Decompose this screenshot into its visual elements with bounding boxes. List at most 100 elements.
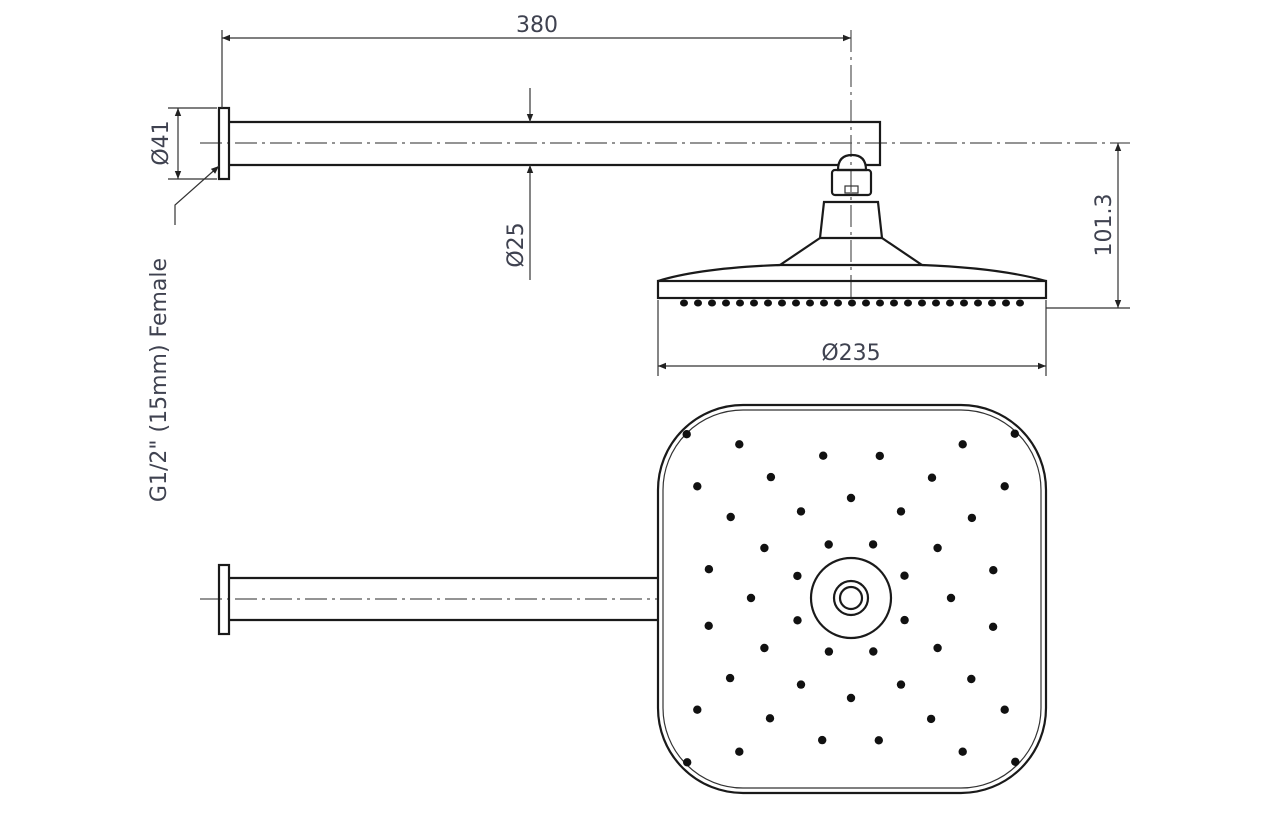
side-nozzle xyxy=(876,299,884,307)
center-hub-inner xyxy=(838,585,864,611)
center-hub-outer xyxy=(809,556,893,640)
side-nozzle xyxy=(848,299,856,307)
nozzle-dot xyxy=(958,440,967,449)
nozzle-dot xyxy=(693,705,702,714)
side-nozzle xyxy=(820,299,828,307)
side-nozzle xyxy=(834,299,842,307)
nozzle-dot xyxy=(693,482,702,491)
nozzle-dot xyxy=(967,513,977,523)
side-nozzle xyxy=(750,299,758,307)
nozzle-dot xyxy=(683,758,692,767)
nozzle-dot xyxy=(989,566,998,575)
nozzle-dot xyxy=(766,472,776,482)
head-cone xyxy=(776,237,926,267)
nozzle-dot xyxy=(900,615,909,625)
side-nozzle xyxy=(974,299,982,307)
nozzle-dot xyxy=(874,736,883,745)
nozzle-dot xyxy=(926,714,936,724)
side-elevation-view: 380 Ø41 Ø25 G1/2" (15mm) Female 101.3 Ø2… xyxy=(147,13,1130,502)
side-nozzle xyxy=(736,299,744,307)
nozzle-dot xyxy=(900,571,909,580)
dim-label-101-3: 101.3 xyxy=(1092,194,1117,257)
shower-arm xyxy=(229,120,882,167)
nozzle-dot xyxy=(927,473,937,482)
side-nozzle xyxy=(890,299,898,307)
nozzle-dot xyxy=(946,593,956,603)
side-nozzle xyxy=(862,299,870,307)
head-outline-inner xyxy=(662,409,1042,789)
nozzle-dot xyxy=(725,673,735,683)
nozzle-dot xyxy=(824,540,833,549)
side-nozzle xyxy=(932,299,940,307)
nozzle-dot xyxy=(704,565,714,574)
side-nozzle xyxy=(918,299,926,307)
side-nozzle xyxy=(708,299,716,307)
inlet-callout: G1/2" (15mm) Female xyxy=(147,258,172,502)
side-nozzle xyxy=(764,299,772,307)
nozzle-dot xyxy=(896,507,906,516)
nozzle-dot xyxy=(704,621,713,630)
nozzle-dot xyxy=(796,680,806,689)
nozzle-dot xyxy=(819,451,828,460)
nozzle-dot xyxy=(933,543,942,553)
nozzle-dot xyxy=(760,543,769,553)
inlet-leader-line xyxy=(174,165,220,225)
nozzle-dot xyxy=(796,507,806,516)
nozzle-dot xyxy=(988,622,998,631)
side-nozzle xyxy=(792,299,800,307)
nozzle-dot xyxy=(735,440,744,449)
nozzle-dot xyxy=(868,540,878,549)
nozzle-dot xyxy=(735,747,744,756)
side-nozzle xyxy=(694,299,702,307)
center-hub-ring xyxy=(832,579,870,617)
nozzle-pattern xyxy=(682,429,1020,767)
nozzle-dot xyxy=(958,747,967,756)
nozzle-dot xyxy=(682,430,691,439)
nozzle-dot xyxy=(765,714,775,723)
nozzle-dot xyxy=(746,593,756,603)
ball-joint xyxy=(836,153,868,172)
side-nozzle xyxy=(806,299,814,307)
plan-wall-flange xyxy=(217,563,231,636)
nozzle-dot xyxy=(846,693,856,703)
head-rim xyxy=(656,279,1048,300)
head-dish xyxy=(657,263,1047,283)
nozzle-dot xyxy=(818,735,827,745)
side-nozzle xyxy=(680,299,688,307)
nozzle-dot xyxy=(875,451,884,461)
nozzle-dot xyxy=(933,643,942,653)
plan-view xyxy=(200,403,1048,795)
nozzle-dot xyxy=(896,680,906,689)
head-outline-outer xyxy=(656,403,1048,795)
side-nozzle xyxy=(960,299,968,307)
nozzle-dot xyxy=(1000,705,1009,714)
nozzle-dot xyxy=(760,643,769,653)
nut-slot xyxy=(844,185,859,194)
nozzle-dot xyxy=(793,571,802,581)
nozzle-dot xyxy=(824,647,834,656)
nozzle-dot xyxy=(967,674,976,684)
side-nozzle xyxy=(1002,299,1010,307)
side-nozzle xyxy=(722,299,730,307)
dim-label-d25: Ø25 xyxy=(504,222,529,267)
nozzle-dot xyxy=(1010,429,1019,438)
side-nozzle xyxy=(904,299,912,307)
wall-flange xyxy=(217,106,231,181)
plan-shower-arm xyxy=(229,576,658,622)
swivel-nut xyxy=(830,168,873,197)
dim-label-d235: Ø235 xyxy=(821,341,880,366)
nozzle-dot xyxy=(726,512,735,522)
nozzle-dot xyxy=(1000,482,1009,491)
nozzle-dot xyxy=(846,493,856,503)
dim-label-d41: Ø41 xyxy=(149,120,174,165)
side-nozzle xyxy=(1016,299,1024,307)
side-nozzle xyxy=(946,299,954,307)
dim-label-380: 380 xyxy=(516,13,558,38)
side-nozzle xyxy=(988,299,996,307)
nozzle-dot xyxy=(869,647,878,656)
side-nozzle xyxy=(778,299,786,307)
nozzle-dot xyxy=(793,616,802,625)
nozzle-dot xyxy=(1011,757,1020,766)
side-nozzle-row xyxy=(680,299,1024,307)
